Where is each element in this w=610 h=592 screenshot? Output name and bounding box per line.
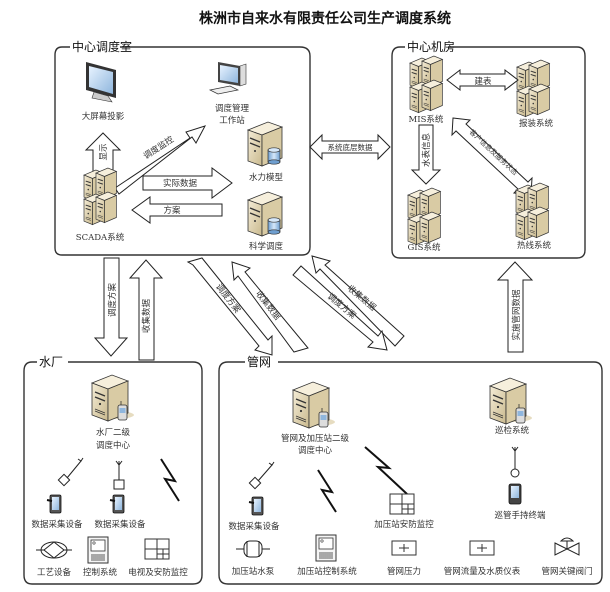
meter-info-arrow — [410, 124, 442, 185]
gis-label: GIS系统 — [408, 242, 441, 253]
workstation-label-2: 工作站 — [219, 115, 245, 126]
wireless-bolt-icon — [317, 469, 337, 513]
waterworks-center-label-2: 调度中心 — [96, 440, 131, 451]
workstation-label-1: 调度管理 — [215, 103, 250, 114]
scada-server-icon — [84, 168, 116, 225]
antenna-icon — [113, 460, 125, 490]
tv-security-label: 电视及安防监控 — [128, 567, 188, 578]
build-table-arrow — [446, 68, 519, 92]
flow-quality-label: 管网流量及水质仪表 — [444, 566, 521, 577]
wireless-bolt-icon — [364, 446, 408, 495]
pipe-plan-label-1: 调度方案 — [213, 282, 243, 316]
install-server-icon — [517, 60, 549, 117]
hydraulic-model-server-icon — [247, 121, 283, 167]
system-data-label: 系统底层数据 — [328, 142, 373, 152]
pipe-center-label-2: 调度中心 — [298, 445, 333, 456]
waterworks-collect-arrow — [128, 259, 164, 361]
pipe-collect-arrow-2 — [311, 255, 405, 347]
process-equipment-icon — [36, 541, 72, 559]
plan-arrow — [131, 196, 223, 224]
pipe-daq-label: 数据采集设备 — [228, 521, 280, 532]
flow-quality-meter-icon — [469, 540, 495, 556]
group-waterworks: 水厂 水厂二级 调度中心 数据采集设备 数据采集设备 工艺设备 — [23, 355, 203, 585]
waterworks-plan-label: 调度方案 — [107, 283, 118, 318]
pipe-network-frame — [218, 361, 603, 585]
antenna-icon — [57, 457, 84, 487]
key-valve-label: 管网关键阀门 — [541, 566, 592, 577]
build-table-label: 建表 — [474, 76, 492, 87]
pipe-plan-arrow-2 — [292, 265, 388, 351]
control-system-label: 控制系统 — [83, 567, 118, 578]
patrol-server-icon — [489, 377, 533, 425]
meter-info-label: 水表信息 — [421, 133, 432, 168]
scada-label: SCADA系统 — [76, 232, 125, 243]
group-machine-room: 中心机房 MIS系统 报装系统 建表 水表信息 客户信息及服务状态 GIS系统 … — [391, 39, 586, 259]
gis-server-icon — [408, 188, 440, 245]
pipe-plan-arrow-1 — [186, 257, 273, 356]
install-label: 报装系统 — [519, 118, 554, 129]
booster-pump-icon — [236, 540, 270, 558]
diagram-title: 株洲市自来水有限责任公司生产调度系统 — [199, 10, 451, 27]
antenna-icon — [510, 446, 520, 478]
patrol-label: 巡检系统 — [495, 425, 530, 436]
dispatch-monitor-arrow — [114, 125, 207, 195]
pipe-realtime-arrow — [496, 261, 534, 353]
customer-info-label: 客户信息及服务状态 — [468, 127, 520, 177]
control-system-icon — [87, 536, 109, 564]
scientific-dispatch-server-icon — [247, 191, 283, 237]
pipe-pressure-meter-icon — [391, 540, 417, 556]
key-valve-icon — [554, 537, 580, 556]
dispatch-room-frame — [54, 46, 311, 256]
booster-control-label: 加压站控制系统 — [297, 566, 357, 577]
waterworks-center-server-icon — [91, 374, 135, 422]
group-pipe-network: 管网 管网及加压站二级 调度中心 巡检系统 巡管手持终端 数据采集设备 加压站安… — [218, 354, 603, 585]
booster-security-label: 加压站安防监控 — [374, 519, 434, 530]
plan-label: 方案 — [163, 205, 181, 216]
mis-server-icon — [410, 56, 442, 113]
machine-room-frame — [391, 46, 586, 259]
machine-room-label: 中心机房 — [407, 39, 455, 54]
scientific-dispatch-label: 科学调度 — [249, 241, 284, 252]
group-dispatch-room: 中心调度室 大屏幕投影 调度管理 工作站 显示 调度监控 SCADA系统 实际数… — [54, 39, 311, 256]
pipe-realtime-label: 实施管网数据 — [511, 289, 522, 341]
handheld-terminal-icon — [508, 483, 522, 505]
daq-label-2: 数据采集设备 — [94, 519, 146, 530]
daq-device-icon — [46, 494, 62, 514]
pipe-pressure-label: 管网压力 — [387, 566, 421, 577]
big-screen-icon — [86, 62, 116, 103]
display-arrow-label: 显示 — [99, 143, 109, 160]
workstation-icon — [208, 62, 247, 95]
actual-data-label: 实际数据 — [163, 178, 198, 189]
booster-security-icon — [389, 493, 415, 515]
waterworks-label: 水厂 — [39, 355, 63, 369]
tv-security-icon — [144, 538, 170, 560]
daq-label-1: 数据采集设备 — [31, 519, 83, 530]
antenna-icon — [248, 461, 275, 490]
waterworks-frame — [23, 361, 203, 585]
hotline-label: 热线系统 — [517, 240, 552, 251]
waterworks-plan-arrow — [93, 257, 129, 357]
booster-pump-label: 加压站水泵 — [232, 566, 275, 577]
big-screen-label: 大屏幕投影 — [82, 111, 125, 122]
waterworks-center-label-1: 水厂二级 — [96, 427, 131, 438]
system-data-arrow — [309, 133, 391, 161]
handheld-terminal-label: 巡管手持终端 — [494, 510, 546, 521]
process-equipment-label: 工艺设备 — [37, 567, 72, 578]
pipe-collect-arrow-1 — [231, 261, 309, 353]
booster-control-icon — [315, 534, 337, 562]
dispatch-room-label: 中心调度室 — [72, 39, 132, 54]
mis-label: MIS系统 — [409, 114, 444, 125]
hotline-server-icon — [516, 183, 548, 240]
daq-device-icon — [248, 496, 264, 516]
dispatch-monitor-label: 调度监控 — [141, 134, 176, 162]
pipe-network-label: 管网 — [247, 354, 271, 369]
actual-data-arrow — [142, 167, 233, 199]
hydraulic-model-label: 水力模型 — [249, 172, 284, 183]
wireless-bolt-icon — [160, 458, 180, 502]
pipe-center-server-icon — [292, 381, 336, 429]
daq-device-icon — [109, 494, 125, 514]
pipe-center-label-1: 管网及加压站二级 — [281, 433, 350, 444]
waterworks-collect-label: 收集数据 — [141, 299, 152, 334]
